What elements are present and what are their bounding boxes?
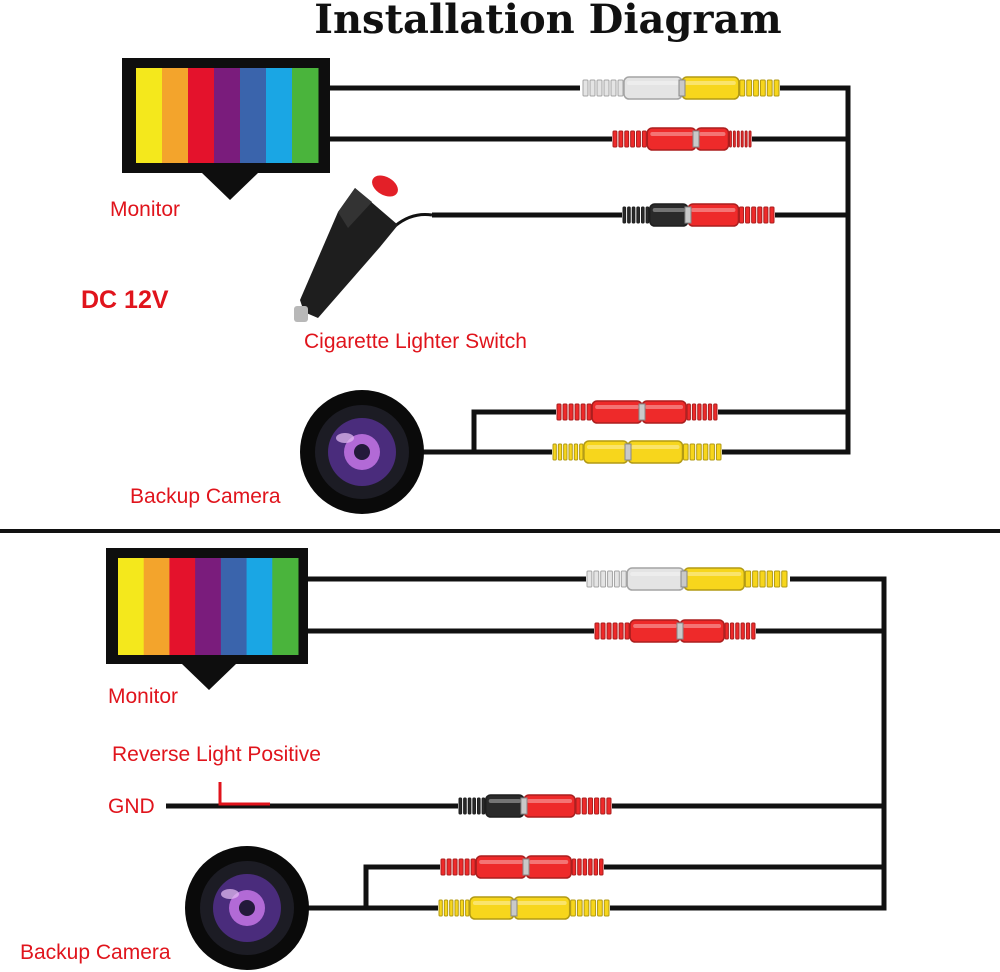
top-lighter-connector-plug-b <box>687 203 775 227</box>
monitor-top-bar-4 <box>214 68 241 163</box>
top-video-connector-plug-b <box>681 76 780 100</box>
top-lighter-connector-plug-a <box>622 203 689 227</box>
top-power-connector-plug-a <box>612 127 697 151</box>
backup-camera-bottom-icon <box>185 846 309 970</box>
backup-camera-bottom-label: Backup Camera <box>20 941 171 964</box>
top-camera-power-connector-plug-a <box>556 400 643 424</box>
gnd-label: GND <box>108 795 155 818</box>
monitor-top-bar-1 <box>136 68 163 163</box>
bottom-video-connector-plug-b <box>683 567 788 591</box>
monitor-bottom-color-bars <box>118 558 299 655</box>
wire-top-camera-red <box>471 409 848 452</box>
monitor-bottom <box>106 548 308 690</box>
lighter-tip <box>294 306 308 322</box>
monitor-top-color-bars <box>136 68 319 163</box>
monitor-bottom-bar-5 <box>220 558 248 655</box>
bottom-power-connector-plug-a <box>594 619 681 643</box>
monitor-top-label: Monitor <box>110 198 181 221</box>
monitor-top-bar-5 <box>240 68 267 163</box>
bottom-gnd-connector-plug-a <box>458 794 525 818</box>
top-camera-video-connector-plug-a <box>552 440 629 464</box>
page-title: Installation Diagram <box>314 0 782 43</box>
bottom-camera-power-connector-plug-a <box>440 855 527 879</box>
power-dc-label: DC 12V <box>81 286 169 314</box>
bottom-camera-power-connector-plug-b <box>525 855 604 879</box>
bottom-camera-video-connector-plug-a <box>438 896 515 920</box>
wire-top-video <box>330 85 851 455</box>
top-power-connector-plug-b <box>695 127 752 151</box>
top-camera-power-connector-plug-b <box>641 400 718 424</box>
backup-camera-top-icon <box>300 390 424 514</box>
bottom-power-connector-plug-b <box>679 619 756 643</box>
camera-bottom-pupil <box>239 900 255 916</box>
lighter-grip <box>338 188 372 228</box>
lighter-body <box>300 188 398 318</box>
cigarette-lighter-plug-icon <box>294 175 398 322</box>
monitor-bottom-label: Monitor <box>108 685 179 708</box>
lighter-switch-button <box>372 175 398 197</box>
monitor-top-bar-7 <box>292 68 319 163</box>
monitor-bottom-bar-2 <box>143 558 170 655</box>
wire-bottom-video <box>308 576 887 911</box>
backup-camera-top-label: Backup Camera <box>130 485 281 508</box>
bottom-video-connector-plug-a <box>586 567 685 591</box>
camera-top-pupil <box>354 444 370 460</box>
bottom-camera-video-connector-plug-b <box>513 896 610 920</box>
monitor-bottom-bar-6 <box>246 558 273 655</box>
reverse-light-positive-label: Reverse Light Positive <box>112 743 321 766</box>
bottom-wires <box>166 576 887 911</box>
monitor-top <box>122 58 330 200</box>
monitor-bottom-bar-7 <box>272 558 299 655</box>
monitor-bottom-bar-4 <box>195 558 222 655</box>
monitor-top-bar-3 <box>188 68 215 163</box>
monitor-top-bar-2 <box>162 68 189 163</box>
monitor-top-stand <box>202 173 258 200</box>
monitor-bottom-bar-1 <box>118 558 145 655</box>
monitor-bottom-bar-3 <box>169 558 196 655</box>
top-video-connector-plug-a <box>582 76 683 100</box>
cigarette-lighter-switch-label: Cigarette Lighter Switch <box>304 330 527 353</box>
bottom-gnd-connector-plug-b <box>523 794 612 818</box>
camera-bottom-glare <box>221 889 239 899</box>
camera-top-glare <box>336 433 354 443</box>
monitor-top-bar-6 <box>266 68 293 163</box>
reverse-light-tap <box>218 782 270 806</box>
wire-bottom-camera-red <box>363 864 884 908</box>
wire-top-lighter-cable <box>394 213 433 228</box>
connectors <box>438 76 788 920</box>
top-wires <box>330 85 851 455</box>
top-camera-video-connector-plug-b <box>627 440 722 464</box>
monitor-bottom-stand <box>182 664 236 690</box>
